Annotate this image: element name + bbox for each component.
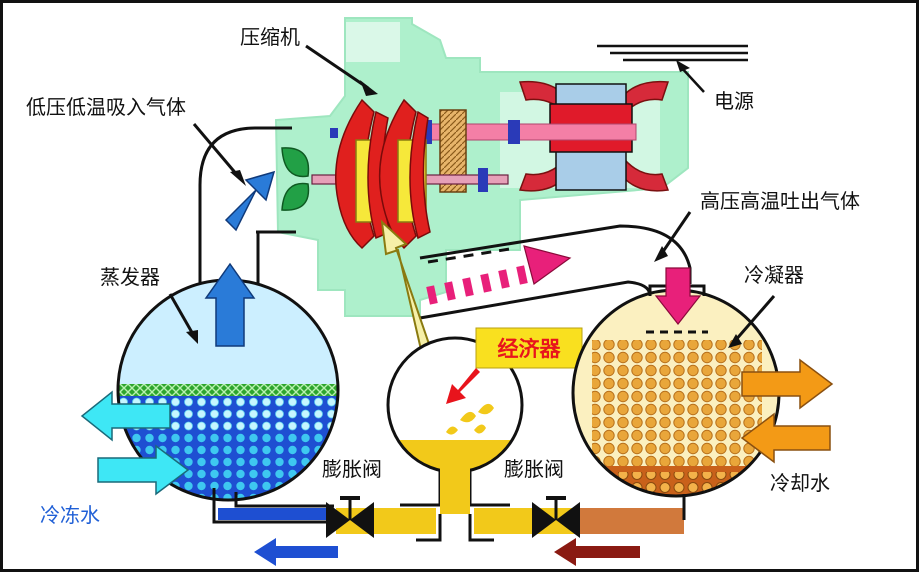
label-expansion-valve-left: 膨胀阀	[322, 457, 382, 481]
condenser-outlet-arrow-icon	[554, 538, 640, 566]
evaporator-vapor-arrow-icon	[204, 262, 256, 347]
condenser-inlet-arrow-icon	[654, 267, 702, 325]
economizer-label: 经济器	[475, 327, 583, 369]
guide-vanes	[281, 147, 310, 211]
leader-lines	[168, 44, 776, 348]
label-condenser: 冷凝器	[744, 263, 804, 287]
motor	[417, 80, 670, 192]
label-expansion-valve-right: 膨胀阀	[504, 457, 564, 481]
suction-pipe	[198, 126, 296, 308]
power-lines	[597, 44, 748, 62]
economizer-pointer-icon	[446, 368, 480, 404]
expansion-valve-left	[326, 496, 374, 538]
cooling-water-in-arrow-icon	[740, 412, 831, 464]
discharge-arrow-icon	[426, 245, 572, 305]
impeller-second-stage	[378, 98, 431, 250]
label-evaporator: 蒸发器	[100, 265, 160, 289]
label-compressor: 压缩机	[240, 25, 300, 49]
label-discharge-gas: 高压高温吐出气体	[700, 189, 860, 213]
evaporator-outlet-arrow-icon	[254, 538, 338, 566]
label-power: 电源	[714, 89, 754, 113]
suction-arrow-icon	[224, 170, 276, 232]
cooling-water-out-arrow-icon	[741, 358, 834, 410]
chilled-water-out-arrow-icon	[80, 390, 171, 442]
expansion-valve-right	[532, 496, 580, 538]
discharge-dashed-line	[427, 246, 517, 264]
svg-text:经济器: 经济器	[498, 337, 562, 361]
liquid-lines	[336, 508, 684, 534]
label-cooling-water: 冷却水	[770, 471, 830, 495]
label-suction-gas: 低压低温吸入气体	[26, 95, 186, 119]
chilled-water-in-arrow-icon	[97, 444, 190, 496]
label-chilled-water: 冷冻水	[40, 503, 100, 527]
